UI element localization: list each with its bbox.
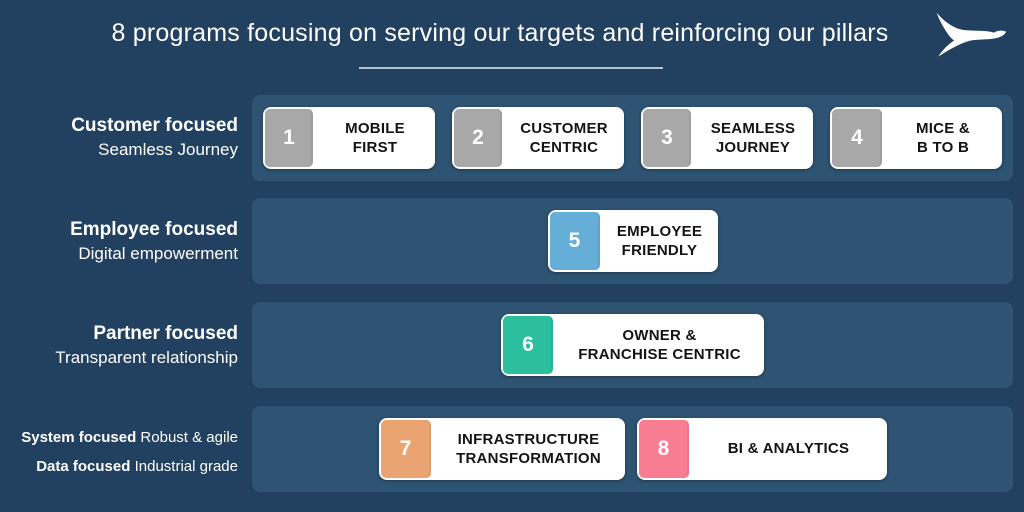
row-label-rest: Robust & agile bbox=[136, 429, 238, 446]
program-card-customer-centric: 2 CUSTOMER CENTRIC bbox=[452, 107, 624, 169]
program-number-badge: 5 bbox=[549, 212, 600, 270]
row-label-data: Data focused Industrial grade bbox=[0, 452, 238, 481]
program-card-label: CUSTOMER CENTRIC bbox=[520, 119, 608, 157]
row-label-system-data: System focused Robust & agile Data focus… bbox=[0, 423, 238, 481]
page-title: 8 programs focusing on serving our targe… bbox=[111, 19, 889, 47]
program-number-badge: 6 bbox=[503, 316, 553, 374]
band-customer: 1 MOBILE FIRST 2 CUSTOMER CENTRIC 3 SEAM… bbox=[252, 95, 1013, 181]
program-card-label: SEAMLESS JOURNEY bbox=[710, 119, 796, 157]
program-card-bi-analytics: 8 BI & ANALYTICS bbox=[636, 418, 887, 480]
program-number-badge: 1 bbox=[265, 109, 313, 167]
row-label-system: System focused Robust & agile bbox=[0, 423, 238, 452]
program-card-mice-btob: 4 MICE & B TO B bbox=[830, 107, 1002, 169]
row-label-employee: Employee focused Digital empowerment bbox=[0, 218, 238, 265]
program-card-label: EMPLOYEE FRIENDLY bbox=[616, 222, 703, 260]
row-label-partner: Partner focused Transparent relationship bbox=[0, 322, 238, 369]
flying-bird-icon bbox=[924, 11, 1010, 59]
program-number-badge: 2 bbox=[454, 109, 502, 167]
program-card-seamless-journey: 3 SEAMLESS JOURNEY bbox=[641, 107, 813, 169]
band-system-data: 7 INFRASTRUCTURE TRANSFORMATION 8 BI & A… bbox=[252, 406, 1013, 492]
program-card-label: BI & ANALYTICS bbox=[727, 440, 850, 458]
program-card-label: MICE & B TO B bbox=[916, 119, 970, 157]
row-label-bold: Employee focused bbox=[70, 219, 238, 240]
program-card-label: MOBILE FIRST bbox=[345, 119, 405, 157]
row-label-sub: Transparent relationship bbox=[55, 348, 238, 367]
program-number-badge: 3 bbox=[643, 109, 691, 167]
row-label-bold: Data focused bbox=[36, 458, 131, 475]
row-label-bold: System focused bbox=[21, 429, 137, 446]
row-label-bold: Partner focused bbox=[93, 323, 238, 344]
program-card-owner-franchise-centric: 6 OWNER & FRANCHISE CENTRIC bbox=[501, 314, 764, 376]
program-card-mobile-first: 1 MOBILE FIRST bbox=[263, 107, 435, 169]
program-number-badge: 7 bbox=[380, 420, 431, 478]
row-label-customer: Customer focused Seamless Journey bbox=[0, 114, 238, 161]
program-card-infrastructure-transformation: 7 INFRASTRUCTURE TRANSFORMATION bbox=[378, 418, 625, 480]
row-label-sub: Digital empowerment bbox=[78, 244, 238, 263]
band-employee: 5 EMPLOYEE FRIENDLY bbox=[252, 198, 1013, 284]
title-underline bbox=[359, 67, 663, 69]
program-card-label: INFRASTRUCTURE TRANSFORMATION bbox=[456, 430, 601, 468]
row-label-rest: Industrial grade bbox=[130, 458, 238, 475]
program-card-label: OWNER & FRANCHISE CENTRIC bbox=[578, 326, 741, 364]
program-card-employee-friendly: 5 EMPLOYEE FRIENDLY bbox=[547, 210, 718, 272]
band-partner: 6 OWNER & FRANCHISE CENTRIC bbox=[252, 302, 1013, 388]
row-label-sub: Seamless Journey bbox=[98, 140, 238, 159]
program-number-badge: 4 bbox=[832, 109, 882, 167]
program-number-badge: 8 bbox=[638, 420, 689, 478]
row-label-bold: Customer focused bbox=[71, 115, 238, 136]
